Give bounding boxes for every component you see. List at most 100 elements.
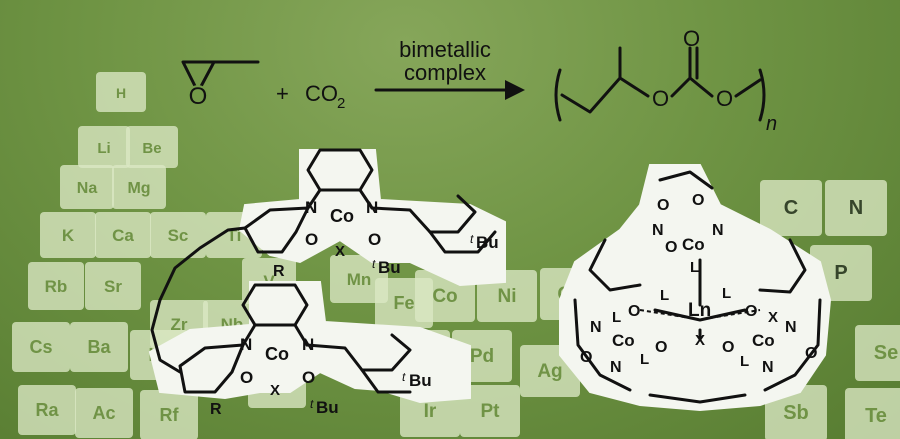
- element-tile-mn: Mn: [330, 255, 388, 303]
- svg-text:t: t: [372, 257, 376, 271]
- svg-text:O: O: [745, 303, 757, 320]
- svg-text:O: O: [655, 339, 667, 356]
- element-symbol: Rb: [45, 277, 68, 296]
- element-symbol: Sc: [168, 226, 189, 245]
- element-tile-te: Te: [845, 388, 900, 439]
- element-tile-li: Li: [78, 126, 130, 168]
- element-tile-sc: Sc: [150, 212, 206, 258]
- svg-text:O: O: [652, 86, 669, 111]
- element-tile-rf: Rf: [140, 390, 198, 439]
- cobalt-top: Co: [682, 235, 705, 254]
- element-tile-k: K: [40, 212, 96, 258]
- svg-text:L: L: [690, 259, 699, 276]
- element-tile-ac: Ac: [75, 388, 133, 438]
- svg-text:t: t: [470, 232, 474, 246]
- element-symbol: Ba: [87, 337, 111, 357]
- element-symbol: Rf: [160, 405, 180, 425]
- svg-text:X: X: [335, 243, 345, 260]
- propylene-oxide: O: [181, 60, 260, 110]
- svg-text:O: O: [628, 303, 640, 320]
- svg-text:Bu: Bu: [316, 398, 339, 417]
- svg-text:CO: CO: [305, 81, 338, 106]
- element-tile-rb: Rb: [28, 262, 84, 310]
- svg-text:t: t: [310, 397, 314, 411]
- element-symbol: Ca: [112, 226, 134, 245]
- svg-text:L: L: [612, 309, 621, 326]
- svg-text:R: R: [273, 263, 285, 280]
- element-symbol: H: [116, 85, 126, 101]
- polycarbonate-product: O O O n: [554, 26, 777, 135]
- svg-text:Bu: Bu: [378, 258, 401, 277]
- svg-text:X: X: [695, 332, 705, 349]
- element-tile-n: N: [825, 180, 887, 236]
- catalyst-label-2: complex: [404, 60, 486, 85]
- svg-text:X: X: [270, 382, 280, 399]
- svg-text:O: O: [305, 230, 318, 249]
- element-symbol: Ra: [35, 400, 59, 420]
- element-symbol: K: [62, 226, 75, 245]
- element-symbol: Pd: [470, 346, 494, 367]
- svg-text:t: t: [402, 370, 406, 384]
- element-tile-be: Be: [126, 126, 178, 168]
- svg-text:L: L: [660, 287, 669, 304]
- svg-text:O: O: [805, 345, 817, 362]
- svg-text:N: N: [785, 319, 797, 336]
- reaction-arrow: [374, 80, 525, 100]
- element-symbol: Ir: [424, 401, 437, 422]
- element-symbol: Se: [874, 342, 898, 364]
- element-symbol: N: [849, 197, 863, 219]
- svg-text:N: N: [302, 335, 314, 354]
- cobalt-lower: Co: [265, 344, 289, 364]
- left-bimetallic-complex: N N Co O O X R t Bu t Bu N N Co O O X R …: [148, 148, 506, 418]
- element-symbol: P: [834, 262, 847, 284]
- element-symbol: Sb: [783, 402, 809, 424]
- svg-text:O: O: [692, 192, 704, 209]
- svg-text:L: L: [722, 285, 731, 302]
- svg-text:Bu: Bu: [476, 233, 499, 252]
- element-symbol: Te: [865, 405, 887, 427]
- element-symbol: Li: [97, 140, 110, 157]
- svg-text:O: O: [302, 368, 315, 387]
- element-symbol: C: [784, 197, 798, 219]
- element-symbol: Zr: [171, 315, 188, 334]
- svg-text:N: N: [712, 222, 724, 239]
- element-tile-ra: Ra: [18, 385, 76, 435]
- element-tile-cs: Cs: [12, 322, 70, 372]
- element-symbol: Cs: [29, 337, 52, 357]
- svg-text:N: N: [240, 335, 252, 354]
- cobalt-left: Co: [612, 331, 635, 350]
- element-tile-mg: Mg: [112, 165, 166, 209]
- svg-text:O: O: [368, 230, 381, 249]
- element-tile-h: H: [96, 72, 146, 112]
- svg-text:O: O: [580, 349, 592, 366]
- svg-text:O: O: [657, 197, 669, 214]
- catalyst-label-1: bimetallic: [399, 37, 491, 62]
- element-symbol: Mn: [347, 270, 372, 289]
- svg-text:R: R: [210, 401, 222, 418]
- element-symbol: Co: [432, 286, 457, 307]
- svg-text:O: O: [716, 86, 733, 111]
- svg-text:X: X: [768, 309, 778, 326]
- element-symbol: Fe: [393, 293, 414, 313]
- epoxide-oxygen: O: [189, 83, 208, 110]
- svg-text:Bu: Bu: [409, 371, 432, 390]
- svg-text:O: O: [683, 26, 700, 51]
- svg-text:O: O: [665, 239, 677, 256]
- element-symbol: Ac: [92, 403, 115, 423]
- cobalt-upper: Co: [330, 206, 354, 226]
- element-tile-se: Se: [855, 325, 900, 381]
- svg-text:N: N: [590, 319, 602, 336]
- element-tile-na: Na: [60, 165, 114, 209]
- element-symbol: Sr: [104, 277, 122, 296]
- element-tile-ca: Ca: [95, 212, 151, 258]
- svg-text:N: N: [762, 359, 774, 376]
- svg-text:2: 2: [337, 95, 345, 112]
- plus-sign: +: [276, 81, 289, 106]
- element-symbol: Ag: [537, 361, 562, 382]
- svg-text:L: L: [640, 351, 649, 368]
- element-symbol: Be: [142, 140, 161, 157]
- lanthanide-center: Ln: [688, 300, 711, 321]
- element-tile-pt: Pt: [460, 385, 520, 437]
- carbon-dioxide: CO 2: [305, 81, 345, 112]
